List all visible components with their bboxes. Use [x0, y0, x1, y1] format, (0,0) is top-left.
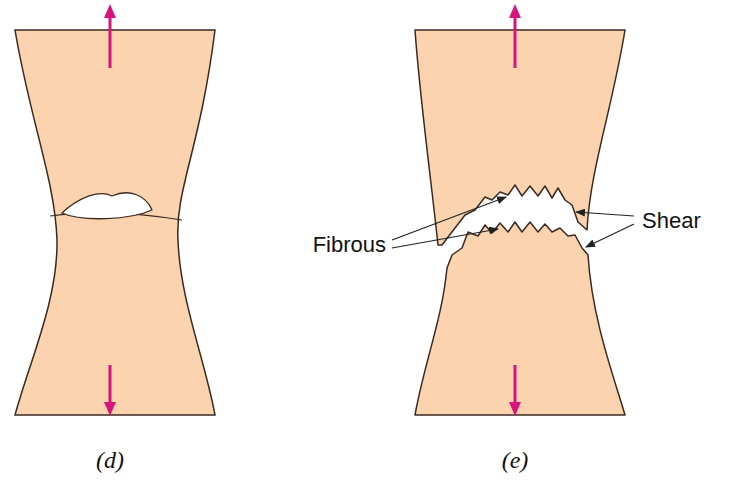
region-label: Fibrous — [313, 232, 386, 258]
internal-crack — [62, 193, 152, 219]
necked-specimen — [15, 30, 215, 415]
region-label: Shear — [642, 208, 701, 234]
tension-arrow — [104, 4, 116, 416]
fractured-lower-half — [415, 222, 625, 415]
tension-arrow — [509, 4, 521, 416]
figure-label: (d) — [96, 447, 124, 474]
leader-lines — [392, 197, 634, 248]
figure-label: (e) — [502, 447, 529, 474]
